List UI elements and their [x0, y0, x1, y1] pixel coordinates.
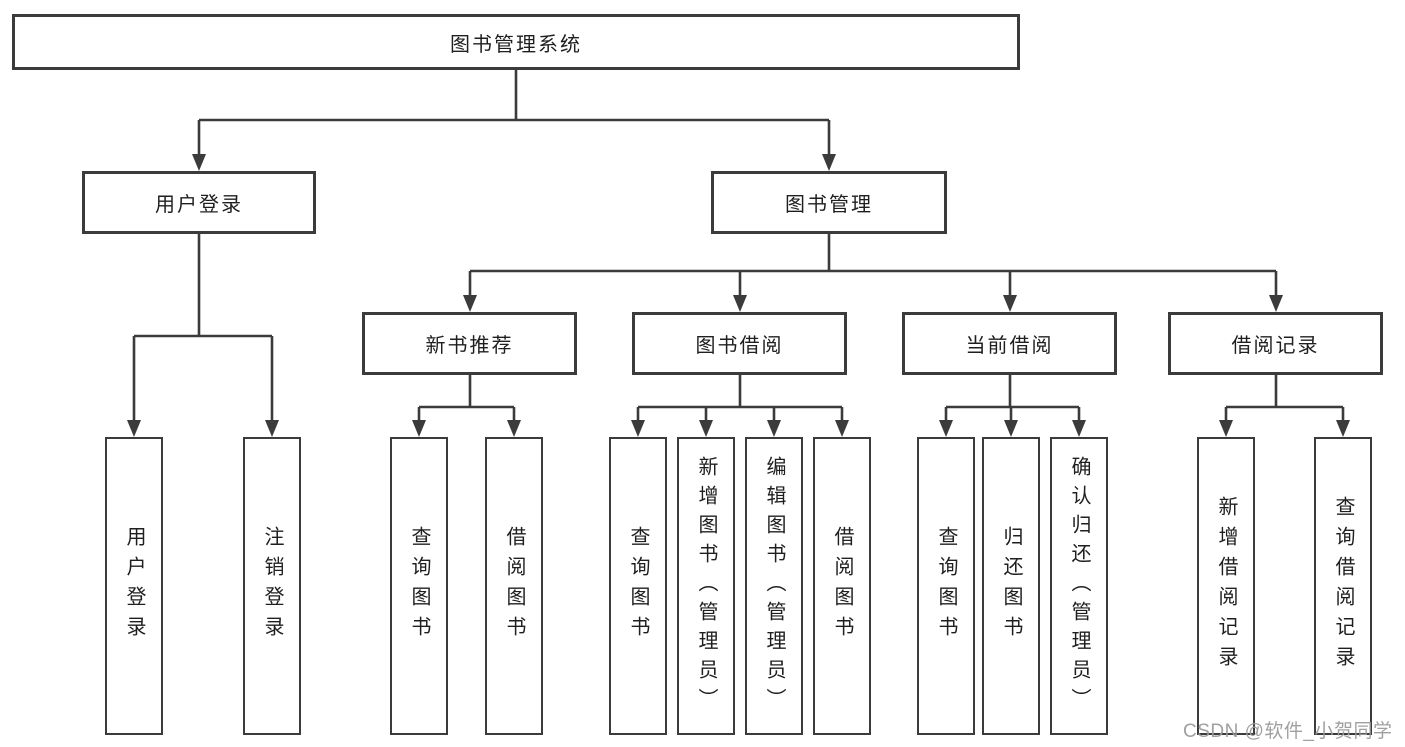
leaf-borrow-books-borrowing: 借阅图书 [813, 437, 871, 735]
leaf-query-books-current-label: 查询图书 [935, 526, 957, 646]
leaf-add-borrow-record: 新增借阅记录 [1197, 437, 1255, 735]
leaf-borrow-books-borrowing-label: 借阅图书 [831, 526, 853, 646]
arrowheads [127, 154, 1350, 437]
leaf-logout: 注销登录 [243, 437, 301, 735]
node-book-management-label: 图书管理 [785, 194, 873, 216]
leaf-borrow-books-recommend: 借阅图书 [485, 437, 543, 735]
node-borrowing-records-label: 借阅记录 [1231, 335, 1320, 357]
leaf-query-books-recommend-label: 查询图书 [408, 526, 430, 646]
node-root: 图书管理系统 [12, 14, 1020, 70]
leaf-query-borrow-record: 查询借阅记录 [1314, 437, 1372, 735]
leaf-confirm-return-admin: 确认归还（管理员） [1050, 437, 1108, 735]
leaf-query-books-borrowing-label: 查询图书 [627, 526, 649, 646]
leaf-borrow-books-recommend-label: 借阅图书 [503, 526, 525, 646]
node-new-book-recommend: 新书推荐 [362, 312, 577, 375]
leaf-user-login: 用户登录 [105, 437, 163, 735]
node-book-borrowing-label: 图书借阅 [695, 335, 784, 357]
leaf-add-books-admin-label: 新增图书（管理员） [695, 455, 717, 717]
leaf-query-books-recommend: 查询图书 [390, 437, 448, 735]
leaf-query-books-current: 查询图书 [917, 437, 975, 735]
leaf-edit-books-admin-label: 编辑图书（管理员） [763, 455, 785, 717]
leaf-return-books: 归还图书 [982, 437, 1040, 735]
node-current-borrowing: 当前借阅 [902, 312, 1117, 375]
watermark: CSDN @软件_小贺同学 [1183, 721, 1393, 742]
leaf-user-login-label: 用户登录 [123, 526, 145, 646]
leaf-return-books-label: 归还图书 [1000, 526, 1022, 646]
leaf-add-borrow-record-label: 新增借阅记录 [1215, 496, 1237, 676]
leaf-confirm-return-admin-label: 确认归还（管理员） [1068, 455, 1090, 717]
node-new-book-recommend-label: 新书推荐 [425, 335, 514, 357]
node-book-borrowing: 图书借阅 [632, 312, 847, 375]
connector-path [132, 70, 1345, 422]
leaf-logout-label: 注销登录 [261, 526, 283, 646]
leaf-query-borrow-record-label: 查询借阅记录 [1332, 496, 1354, 676]
leaf-edit-books-admin: 编辑图书（管理员） [745, 437, 803, 735]
node-book-management: 图书管理 [711, 171, 947, 234]
leaf-add-books-admin: 新增图书（管理员） [677, 437, 735, 735]
node-current-borrowing-label: 当前借阅 [965, 335, 1054, 357]
leaf-query-books-borrowing: 查询图书 [609, 437, 667, 735]
node-root-label: 图书管理系统 [450, 33, 582, 56]
node-borrowing-records: 借阅记录 [1168, 312, 1383, 375]
node-user-login: 用户登录 [82, 171, 316, 234]
node-user-login-label: 用户登录 [155, 194, 243, 216]
